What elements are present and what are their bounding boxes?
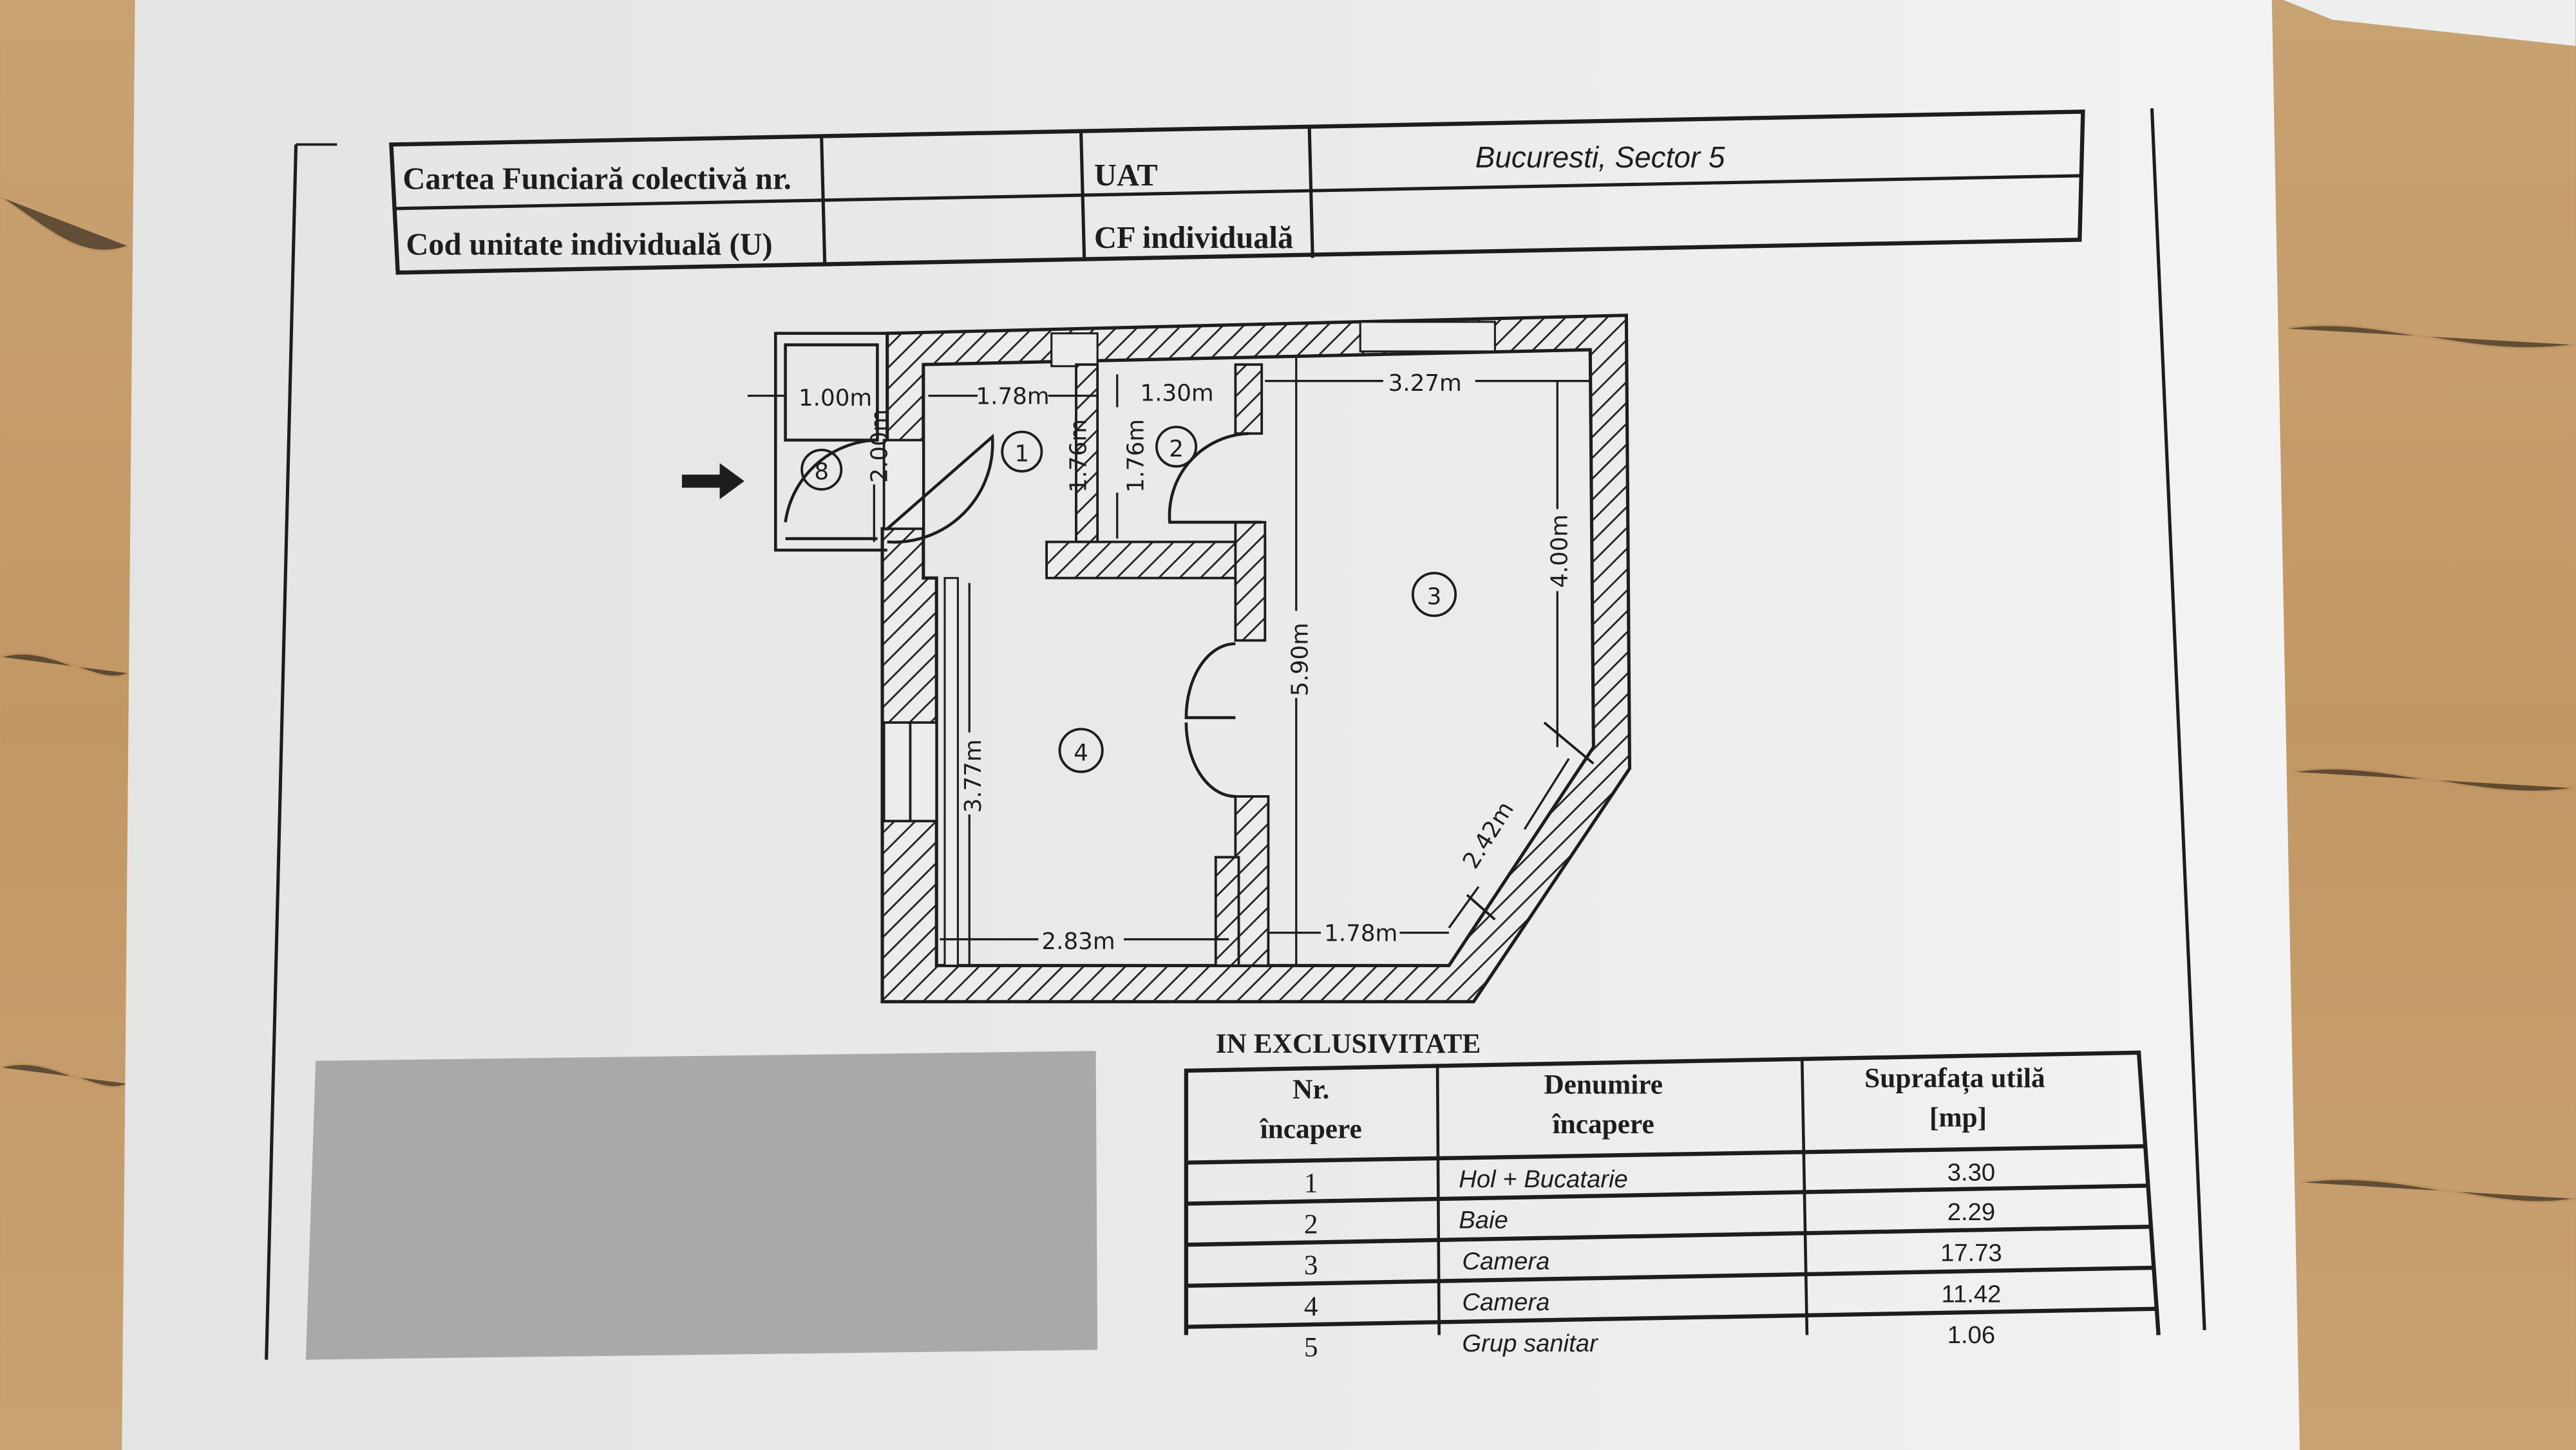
counter xyxy=(943,577,959,967)
wall xyxy=(1234,795,1270,967)
table-row: 5 Grup sanitar 1.06 xyxy=(1304,1321,1995,1362)
row-area: 2.29 xyxy=(1947,1198,1995,1226)
cf-collective-label: Cartea Funciară colectivă nr. xyxy=(402,162,791,196)
unit-code-label: Cod unitate individuală (U) xyxy=(406,227,772,261)
room-label-8: 8 xyxy=(814,459,829,485)
dim-room8-height: 2.00m xyxy=(867,410,893,483)
table-row: 3 Camera 17.73 xyxy=(1304,1239,2002,1281)
row-name: Baie xyxy=(1459,1207,1508,1234)
row-name: Grup sanitar xyxy=(1462,1330,1599,1357)
wall xyxy=(1234,363,1264,435)
door xyxy=(784,438,878,523)
table-row: 1 Hol + Bucatarie 3.30 xyxy=(1304,1159,1995,1199)
header-name-2: încapere xyxy=(1552,1109,1654,1140)
door xyxy=(886,433,994,544)
row-name: Hol + Bucatarie xyxy=(1459,1165,1628,1193)
uat-value: Bucuresti, Sector 5 xyxy=(1475,140,1725,174)
dim-room8-width: 1.00m xyxy=(799,385,872,411)
wall xyxy=(1075,363,1099,543)
dim-room3-bottom: 1.78m xyxy=(1324,920,1397,946)
frame-right-line xyxy=(2150,108,2206,1330)
room-label-1: 1 xyxy=(1014,441,1029,467)
entrance-arrow-icon xyxy=(681,463,744,500)
row-nr: 4 xyxy=(1304,1291,1318,1322)
row-area: 3.30 xyxy=(1947,1159,1995,1187)
dimension-lines xyxy=(747,357,1591,966)
room-label-3: 3 xyxy=(1427,584,1442,610)
rooms-table-title: IN EXCLUSIVITATE xyxy=(1216,1028,1481,1059)
table-row: 2 Baie 2.29 xyxy=(1304,1198,1995,1239)
row-area: 17.73 xyxy=(1940,1239,2002,1267)
row-name: Camera xyxy=(1462,1288,1549,1316)
dim-room3-width: 3.27m xyxy=(1388,370,1462,397)
wood-grain xyxy=(0,196,2576,1203)
row-name: Camera xyxy=(1462,1247,1549,1275)
wall xyxy=(1214,856,1240,967)
uat-label: UAT xyxy=(1094,158,1158,193)
dim-room1-width: 1.78m xyxy=(976,383,1049,410)
dim-room2-height: 1.76m xyxy=(1123,419,1150,493)
dim-room3-right: 4.00m xyxy=(1547,514,1573,588)
header-nr-2: încapere xyxy=(1260,1113,1362,1144)
frame-left-line xyxy=(265,144,298,1360)
table-row: 4 Camera 11.42 xyxy=(1304,1280,2002,1321)
dim-room4-width: 2.83m xyxy=(1041,928,1115,955)
header-name: Denumire xyxy=(1544,1069,1663,1100)
dim-room3-height: 5.90m xyxy=(1287,623,1314,696)
header-table: Cartea Funciară colectivă nr. Cod unitat… xyxy=(389,109,2085,275)
row-nr: 2 xyxy=(1304,1209,1318,1239)
row-nr: 5 xyxy=(1304,1332,1318,1363)
dim-room4-height: 3.77m xyxy=(960,739,987,813)
dim-room2-width: 1.30m xyxy=(1140,380,1213,406)
wall xyxy=(1234,521,1267,642)
second-paper-edge xyxy=(2283,0,2576,46)
header-area-2: [mp] xyxy=(1929,1102,1987,1133)
row-area: 11.42 xyxy=(1942,1280,2002,1308)
rooms-table: IN EXCLUSIVITATE Nr. încapere Denumire î… xyxy=(1184,1028,2161,1363)
cf-individual-label: CF individuală xyxy=(1094,221,1293,255)
row-nr: 3 xyxy=(1304,1250,1318,1281)
row-nr: 1 xyxy=(1304,1168,1318,1199)
window xyxy=(1359,321,1496,353)
double-door xyxy=(1184,642,1236,798)
room-label-4: 4 xyxy=(1074,740,1088,766)
window xyxy=(1050,332,1099,368)
wall xyxy=(1045,540,1267,579)
header-area: Suprafața utilă xyxy=(1864,1062,2045,1094)
room-label-circles xyxy=(800,426,1457,773)
header-nr: Nr. xyxy=(1293,1074,1329,1105)
floor-plan: 1.00m 2.00m 1.78m 1.76m 1.30m 1.76m 3.27… xyxy=(681,314,1632,1004)
redacted-area xyxy=(305,1051,1098,1360)
dim-room1-height: 1.76m xyxy=(1065,419,1092,493)
row-area: 1.06 xyxy=(1947,1321,1995,1349)
room-label-2: 2 xyxy=(1169,436,1184,462)
